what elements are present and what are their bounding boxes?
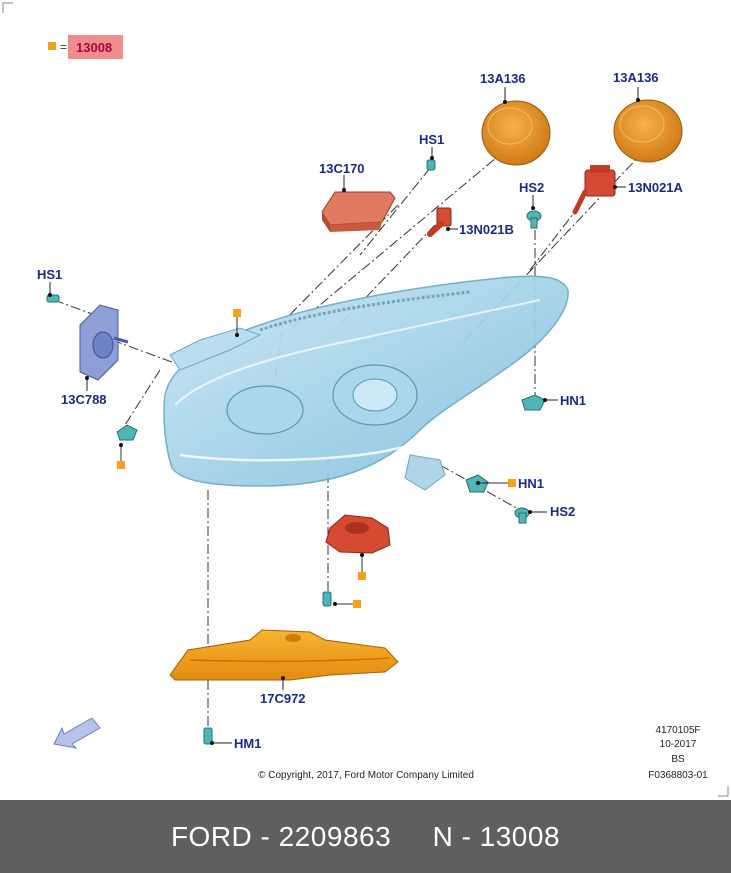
bulb-13n021b xyxy=(427,207,452,237)
fasteners xyxy=(46,159,546,745)
headlamp-assembly xyxy=(163,275,569,491)
legend-marker xyxy=(48,42,56,50)
callout-13c170: 13C170 xyxy=(319,161,365,176)
legend-box xyxy=(68,35,123,59)
screw-center xyxy=(322,591,332,607)
replacement-markers xyxy=(117,309,516,608)
callout-hs2-top: HS2 xyxy=(519,180,544,195)
vehicle-front-arrow-icon xyxy=(53,717,101,749)
callout-13c788: 13C788 xyxy=(61,392,107,407)
corner-mark-bottom-right xyxy=(718,786,729,797)
marker-leaders xyxy=(120,317,508,605)
bulb-cap-right xyxy=(613,99,683,163)
legend-value: 13008 xyxy=(76,40,112,55)
callout-hs2-lower: HS2 xyxy=(550,504,575,519)
screw-hs2-lower xyxy=(514,507,530,524)
callout-hs1-left: HS1 xyxy=(37,267,62,282)
exploded-headlamp-diagram: = 13008 xyxy=(2,2,729,797)
assembly-leader-lines xyxy=(53,147,646,730)
callout-dots xyxy=(48,98,640,745)
screw-hs2-top xyxy=(526,210,542,229)
bulb-13n021a xyxy=(572,165,616,215)
callout-17c972: 17C972 xyxy=(260,691,306,706)
footer-bar: FORD - 2209863 N - 13008 xyxy=(0,800,731,873)
screw-hm1 xyxy=(203,727,213,745)
corner-mark-top-left xyxy=(2,2,13,13)
callout-hn1-right: HN1 xyxy=(560,393,586,408)
footer-part-text: FORD - 2209863 N - 13008 xyxy=(170,821,561,852)
ballast-bracket xyxy=(325,514,391,554)
screw-hs1-top xyxy=(426,159,436,171)
callout-13a136-right: 13A136 xyxy=(613,70,659,85)
callout-13n021a: 13N021A xyxy=(628,180,684,195)
module-13c788 xyxy=(79,304,129,381)
callout-hn1-lower: HN1 xyxy=(518,476,544,491)
nut-hn1-left xyxy=(116,424,138,441)
diagram-stage: = 13008 xyxy=(2,2,729,797)
info-line-4: F0368803-01 xyxy=(648,770,708,781)
info-line-1: 4170105F xyxy=(655,725,700,736)
callout-hm1: HM1 xyxy=(234,736,261,751)
info-line-3: BS xyxy=(671,754,685,765)
nut-hn1-right xyxy=(521,394,546,411)
callout-13a136-left: 13A136 xyxy=(480,71,526,86)
callout-13n021b: 13N021B xyxy=(459,222,514,237)
copyright-text: © Copyright, 2017, Ford Motor Company Li… xyxy=(258,770,474,781)
bulb-cap-left xyxy=(481,100,551,166)
legend-equals: = xyxy=(60,40,67,54)
callout-hs1-top: HS1 xyxy=(419,132,444,147)
info-line-2: 10-2017 xyxy=(660,739,697,750)
control-module-13c170 xyxy=(321,191,396,232)
cover-17c972 xyxy=(169,629,399,681)
callout-leaders xyxy=(49,87,639,744)
